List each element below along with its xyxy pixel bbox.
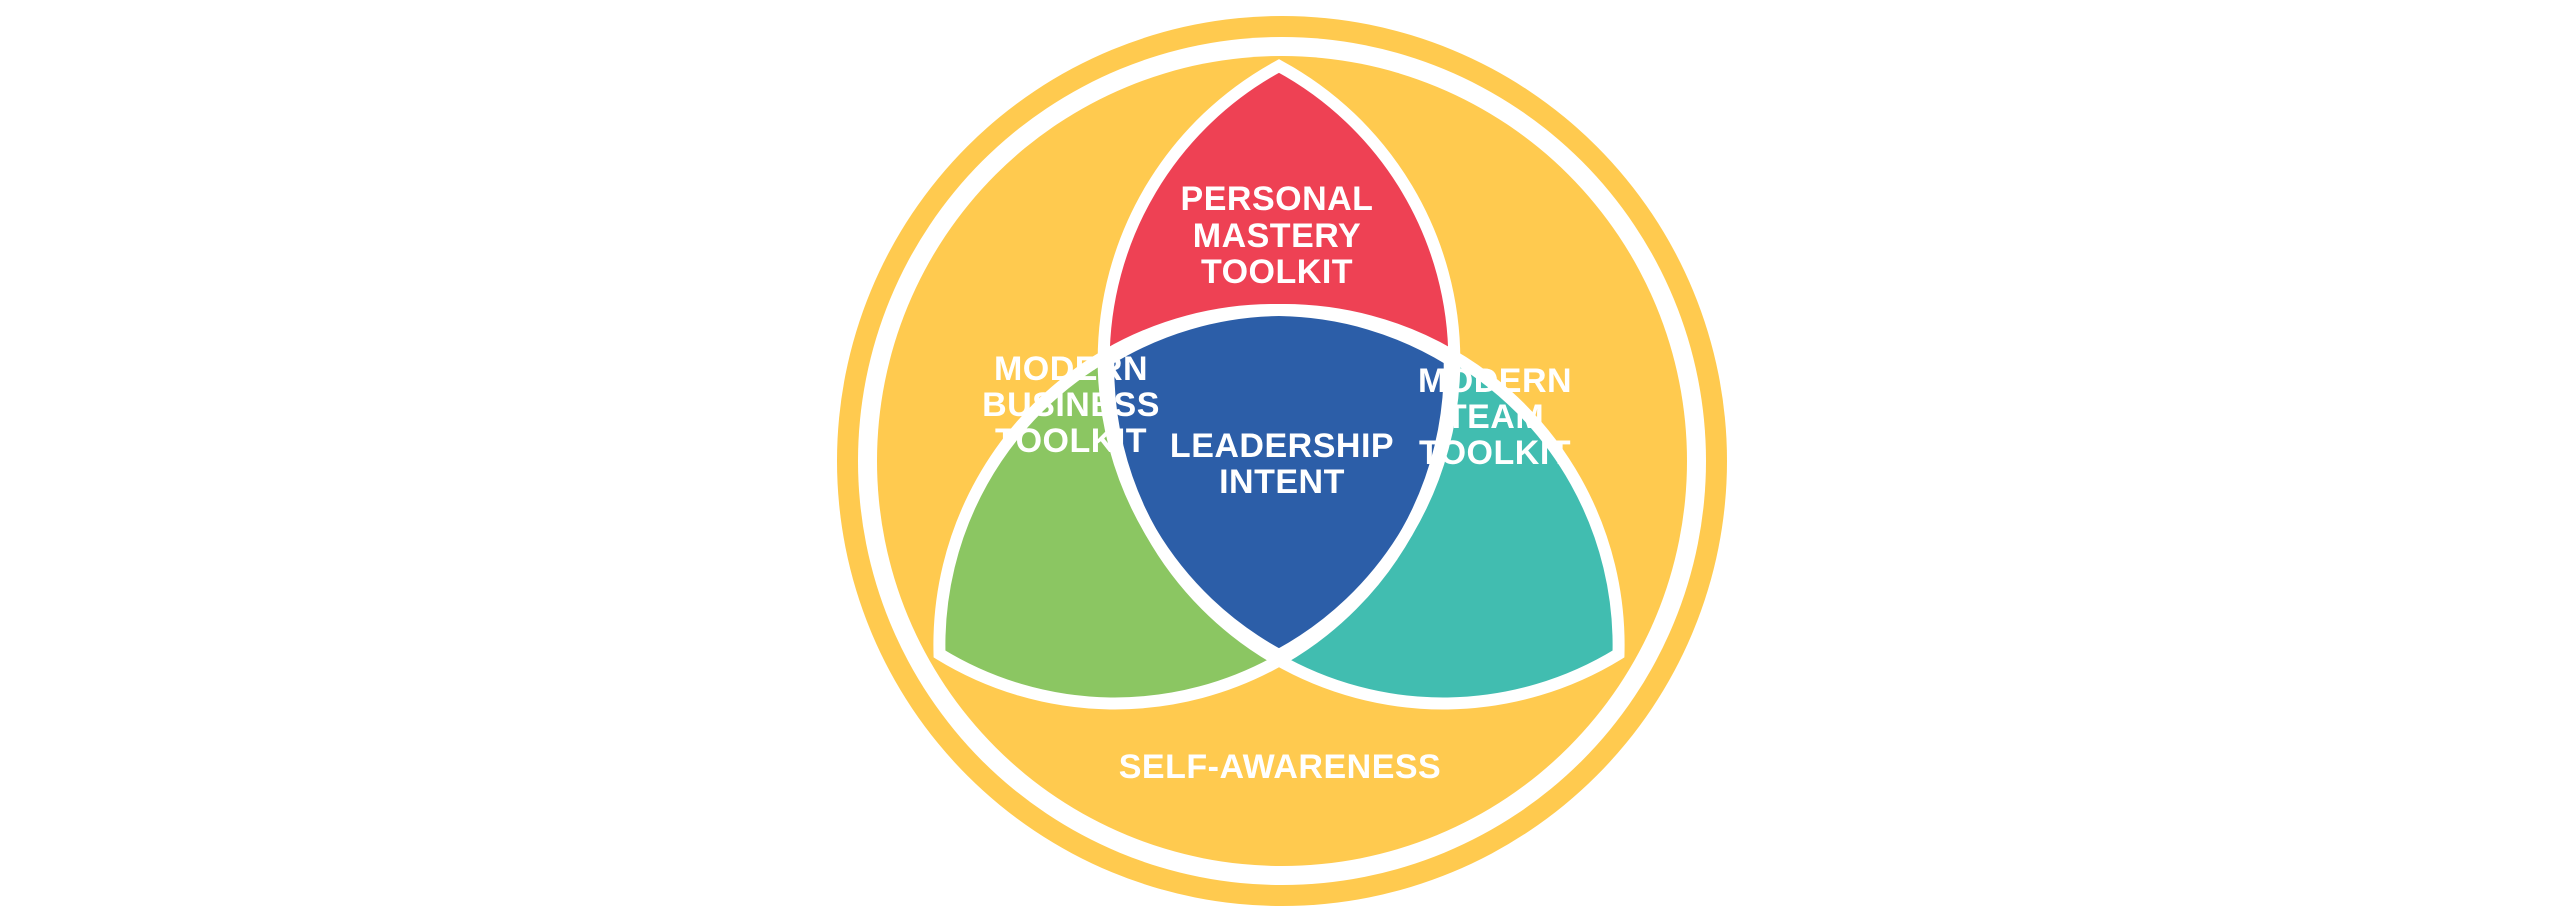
- top-label-line-3: TOOLKIT: [1201, 253, 1353, 291]
- right-label-line-3: TOOLKIT: [1419, 434, 1571, 472]
- right-label-line-1: MODERN: [1418, 362, 1572, 400]
- left-label-line-3: TOOLKIT: [995, 422, 1147, 460]
- top-label-line-1: PERSONAL: [1181, 180, 1374, 218]
- left-label-line-1: MODERN: [994, 350, 1148, 388]
- center-label-line-2: INTENT: [1219, 463, 1345, 501]
- right-label-line-2: TEAM: [1446, 398, 1544, 436]
- left-label-line-2: BUSINESS: [982, 386, 1160, 424]
- top-label-line-2: MASTERY: [1193, 217, 1361, 255]
- outer-label: SELF-AWARENESS: [1119, 748, 1441, 786]
- center-label-line-1: LEADERSHIP: [1170, 427, 1394, 465]
